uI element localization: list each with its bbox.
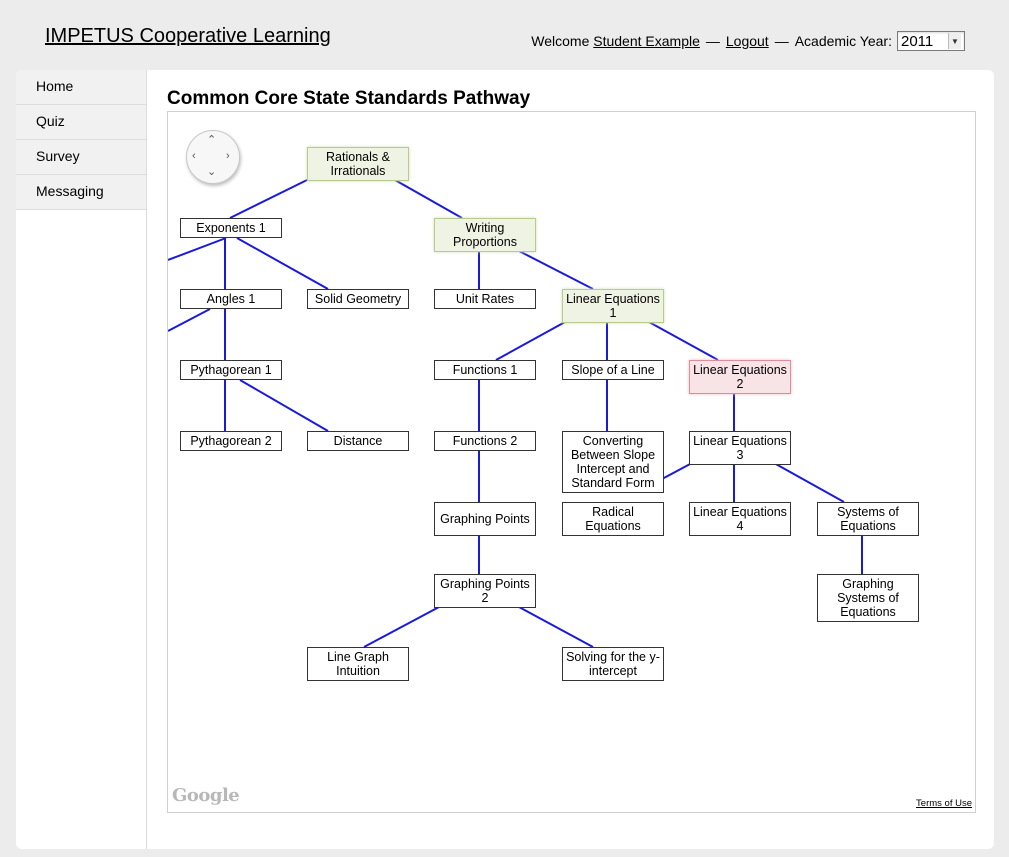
map-node-converting-forms[interactable]: Converting Between Slope Intercept and S… <box>562 431 664 493</box>
map-node-functions-1[interactable]: Functions 1 <box>434 360 536 380</box>
pan-control-icon[interactable]: ⌃ ⌄ ‹ › <box>186 130 240 184</box>
pan-left-icon[interactable]: ‹ <box>192 150 196 162</box>
map-node-distance[interactable]: Distance <box>307 431 409 451</box>
pan-down-icon[interactable]: ⌄ <box>207 166 217 178</box>
google-logo: Google <box>172 785 240 806</box>
map-node-writing-proportions[interactable]: Writing Proportions <box>434 218 536 252</box>
user-bar: Welcome Student Example — Logout — Acade… <box>531 31 965 51</box>
map-node-linear-equations-1[interactable]: Linear Equations 1 <box>562 289 664 323</box>
map-node-graphing-points-2[interactable]: Graphing Points 2 <box>434 574 536 608</box>
separator: — <box>705 33 720 49</box>
site-title-link[interactable]: IMPETUS Cooperative Learning <box>45 25 331 47</box>
map-node-linear-equations-4[interactable]: Linear Equations 4 <box>689 502 791 536</box>
sidebar-item-survey[interactable]: Survey <box>16 140 146 175</box>
map-node-solving-for-y-intercept[interactable]: Solving for the y-intercept <box>562 647 664 681</box>
map-node-systems-of-equations[interactable]: Systems of Equations <box>817 502 919 536</box>
map-node-radical-equations[interactable]: Radical Equations <box>562 502 664 536</box>
dropdown-arrow-icon: ▼ <box>948 33 961 49</box>
edge-line <box>236 237 329 290</box>
content-panel: Home Quiz Survey Messaging Common Core S… <box>16 70 994 849</box>
map-node-functions-2[interactable]: Functions 2 <box>434 431 536 451</box>
edge-line <box>363 606 440 648</box>
pan-up-icon[interactable]: ⌃ <box>207 134 217 146</box>
pan-right-icon[interactable]: › <box>226 150 230 162</box>
edge-line <box>773 462 845 503</box>
page-title: Common Core State Standards Pathway <box>167 88 531 109</box>
edge-line <box>229 179 308 219</box>
map-node-graphing-points[interactable]: Graphing Points <box>434 502 536 536</box>
edge-line <box>518 250 594 290</box>
terms-of-use-link[interactable]: Terms of Use <box>916 798 972 809</box>
user-name-link[interactable]: Student Example <box>593 33 700 49</box>
edge-line <box>495 321 566 361</box>
map-node-pythagorean-2[interactable]: Pythagorean 2 <box>180 431 282 451</box>
map-node-pythagorean-1[interactable]: Pythagorean 1 <box>180 360 282 380</box>
sidebar-item-messaging[interactable]: Messaging <box>16 175 146 210</box>
map-node-linear-equations-2[interactable]: Linear Equations 2 <box>689 360 791 394</box>
edge-line <box>168 237 227 261</box>
welcome-label: Welcome <box>531 33 590 49</box>
map-node-line-graph-intuition[interactable]: Line Graph Intuition <box>307 647 409 681</box>
edge-line <box>661 462 693 480</box>
separator: — <box>774 33 789 49</box>
academic-year-select[interactable]: 2011 ▼ <box>897 31 965 51</box>
pathway-edges <box>168 179 863 648</box>
academic-year-value: 2011 <box>901 32 934 50</box>
edge-line <box>239 379 329 432</box>
map-node-linear-equations-3[interactable]: Linear Equations 3 <box>689 431 791 465</box>
map-node-graphing-systems-of-equations[interactable]: Graphing Systems of Equations <box>817 574 919 622</box>
edge-line <box>168 308 211 332</box>
academic-year-label: Academic Year: <box>794 33 892 49</box>
edge-line <box>394 179 463 219</box>
pathway-map[interactable]: ⌃ ⌄ ‹ › Rationals & Irrationals Exponent… <box>167 111 976 813</box>
sidebar-item-home[interactable]: Home <box>16 70 146 105</box>
edge-line <box>518 606 594 648</box>
map-node-angles-1[interactable]: Angles 1 <box>180 289 282 309</box>
map-node-exponents-1[interactable]: Exponents 1 <box>180 218 282 238</box>
map-node-slope-of-a-line[interactable]: Slope of a Line <box>562 360 664 380</box>
sidebar: Home Quiz Survey Messaging <box>16 70 147 849</box>
map-node-unit-rates[interactable]: Unit Rates <box>434 289 536 309</box>
sidebar-item-quiz[interactable]: Quiz <box>16 105 146 140</box>
edge-line <box>648 321 719 361</box>
logout-link[interactable]: Logout <box>725 33 769 49</box>
map-node-rationals-irrationals[interactable]: Rationals & Irrationals <box>307 147 409 181</box>
map-node-solid-geometry[interactable]: Solid Geometry <box>307 289 409 309</box>
